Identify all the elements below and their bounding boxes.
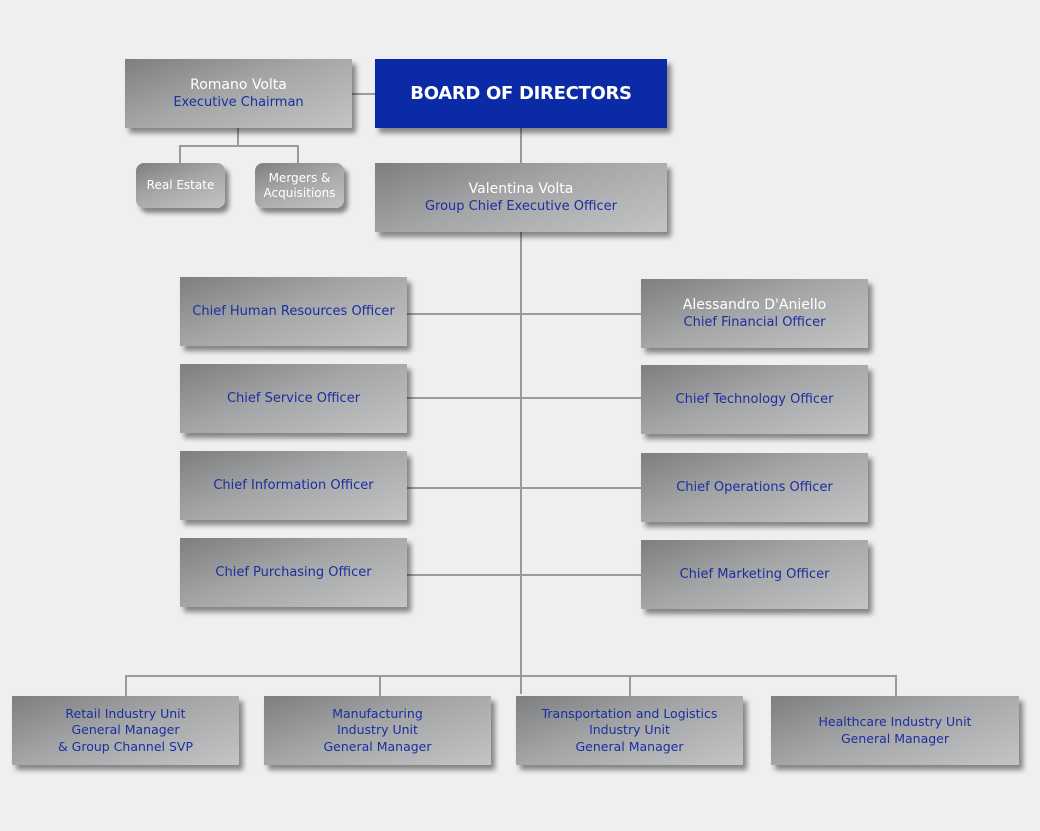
unit-line: & Group Channel SVP [57,738,194,754]
connector-unit-3 [629,675,631,696]
unit-line: Industry Unit [589,722,670,738]
ceo-title: Group Chief Executive Officer [424,198,618,214]
connector-row-2 [406,397,642,399]
officer-box-cio[interactable]: Chief Information Officer [180,451,407,520]
connector-chairman-board [352,93,376,95]
connector-board-ceo [520,128,522,164]
unit-line: General Manager [71,722,180,738]
officer-box-cmo[interactable]: Chief Marketing Officer [641,540,868,609]
unit-box-healthcare[interactable]: Healthcare Industry Unit General Manager [771,696,1019,765]
cfo-name: Alessandro D'Aniello [682,296,827,313]
officer-box-coo[interactable]: Chief Operations Officer [641,453,868,522]
unit-line: Retail Industry Unit [65,705,186,721]
chairman-box[interactable]: Romano Volta Executive Chairman [125,59,352,128]
connector-real-estate [179,145,181,163]
unit-box-manufacturing[interactable]: Manufacturing Industry Unit General Mana… [264,696,491,765]
chairman-title: Executive Chairman [173,94,304,110]
unit-line: Transportation and Logistics [541,705,718,721]
chairman-name: Romano Volta [190,76,287,93]
officer-title: Chief Human Resources Officer [192,304,395,319]
officer-box-chro[interactable]: Chief Human Resources Officer [180,277,407,346]
cfo-title: Chief Financial Officer [683,314,826,330]
officer-title: Chief Information Officer [213,478,374,493]
officer-box-cfo[interactable]: Alessandro D'Aniello Chief Financial Off… [641,279,868,348]
unit-line: General Manager [840,730,950,746]
connector-units-bar [125,675,897,677]
ceo-name: Valentina Volta [468,180,574,197]
connector-unit-1 [125,675,127,696]
officer-box-cto[interactable]: Chief Technology Officer [641,365,868,434]
connector-main-trunk [520,232,522,694]
unit-line: General Manager [323,738,432,754]
connector-row-1 [406,313,642,315]
unit-line: Industry Unit [337,722,418,738]
acquisitions-label: Acquisitions [263,185,336,200]
board-label: BOARD OF DIRECTORS [410,83,632,104]
connector-chairman-down [237,128,239,146]
unit-line: Healthcare Industry Unit [818,714,972,729]
connector-row-3 [406,487,642,489]
officer-title: Chief Service Officer [226,391,361,406]
real-estate-label: Real Estate [146,178,215,192]
connector-chairman-units [179,145,299,147]
connector-unit-4 [895,675,897,696]
unit-box-transportation[interactable]: Transportation and Logistics Industry Un… [516,696,743,765]
connector-mergers [297,145,299,163]
ceo-box[interactable]: Valentina Volta Group Chief Executive Of… [375,163,667,232]
mergers-label: Mergers & [268,170,331,185]
officer-title: Chief Operations Officer [676,480,833,495]
officer-box-cpo[interactable]: Chief Purchasing Officer [180,538,407,607]
unit-box-retail[interactable]: Retail Industry Unit General Manager & G… [12,696,239,765]
board-of-directors-box[interactable]: BOARD OF DIRECTORS [375,59,667,128]
mergers-acquisitions-box[interactable]: Mergers & Acquisitions [255,163,344,208]
officer-title: Chief Marketing Officer [679,567,830,582]
officer-title: Chief Purchasing Officer [215,565,372,580]
officer-title: Chief Technology Officer [675,392,834,407]
unit-line: Manufacturing [332,705,423,721]
connector-row-4 [406,574,642,576]
officer-box-cso[interactable]: Chief Service Officer [180,364,407,433]
connector-unit-2 [379,675,381,696]
unit-line: General Manager [575,738,684,754]
real-estate-box[interactable]: Real Estate [136,163,225,208]
